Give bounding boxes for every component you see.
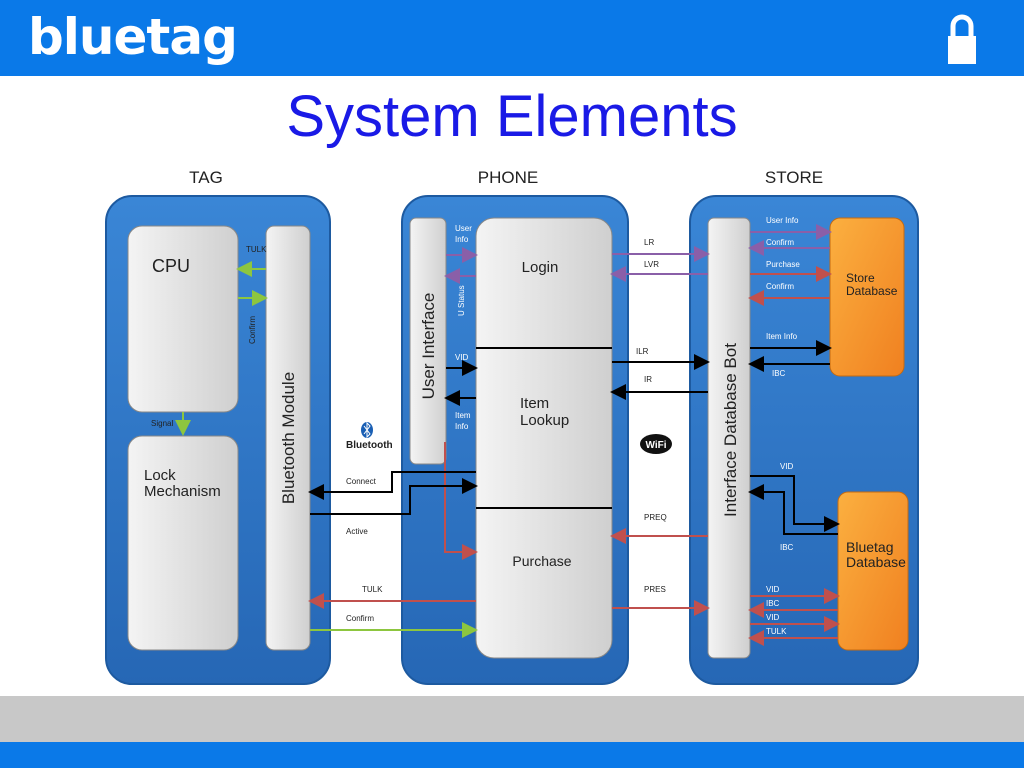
- tulk-label-tag: TULK: [246, 245, 267, 254]
- header-bar: bluetag: [0, 0, 1024, 76]
- lock-mechanism-box: [127, 435, 239, 651]
- signal-label: Signal: [151, 419, 173, 428]
- user-info-label-1: User: [455, 224, 472, 233]
- user-info-label-2: Info: [455, 235, 469, 244]
- ibc-label-store-2: IBC: [780, 543, 794, 552]
- connect-label: Connect: [346, 477, 377, 486]
- system-diagram: TAG PHONE STORE CPU Lock Mechanism Bluet…: [100, 158, 924, 692]
- interface-database-bot-label: Interface Database Bot: [721, 343, 740, 517]
- u-status-label: U Status: [457, 285, 466, 316]
- bluetooth-logo-text: Bluetooth: [346, 440, 393, 451]
- bluetag-database-box: [837, 491, 909, 651]
- footer-blue-band: [0, 742, 1024, 768]
- wifi-icon: [640, 434, 672, 454]
- vid-label-phone: VID: [455, 353, 469, 362]
- padlock-icon: [948, 14, 976, 64]
- confirm-label-link: Confirm: [346, 614, 374, 623]
- vid-label-store-3: VID: [766, 613, 780, 622]
- lvr-label: LVR: [644, 260, 659, 269]
- tulk-label-link: TULK: [362, 585, 383, 594]
- lr-label: LR: [644, 238, 654, 247]
- user-interface-box: [409, 217, 447, 465]
- item-lookup-label-2: Lookup: [520, 412, 569, 429]
- vid-label-store-2: VID: [766, 585, 780, 594]
- vid-arrow-store-1: [750, 475, 840, 532]
- bluetag-database-label-2: Database: [846, 554, 906, 570]
- phone-app-box: [475, 217, 613, 659]
- section-store-label: STORE: [765, 168, 823, 187]
- wifi-logo-text: WiFi: [645, 440, 666, 451]
- vid-label-store-1: VID: [780, 462, 794, 471]
- pres-label: PRES: [644, 585, 666, 594]
- store-database-label-2: Database: [846, 284, 898, 298]
- item-info-label-store: Item Info: [766, 332, 798, 341]
- cpu-box: [127, 225, 239, 413]
- ibc-label-store-1: IBC: [772, 369, 786, 378]
- confirm-label-store-2: Confirm: [766, 282, 794, 291]
- user-interface-label: User Interface: [419, 293, 438, 400]
- connect-arrow: [308, 471, 476, 500]
- system-diagram-svg: TAG PHONE STORE CPU Lock Mechanism Bluet…: [105, 168, 919, 685]
- cpu-label: CPU: [152, 256, 190, 276]
- ir-label: IR: [644, 375, 652, 384]
- active-label: Active: [346, 527, 368, 536]
- lock-mechanism-label-2: Mechanism: [144, 483, 221, 500]
- interface-database-bot-box: [707, 217, 751, 659]
- purchase-label-store: Purchase: [766, 260, 800, 269]
- ilr-label: ILR: [636, 347, 649, 356]
- preq-label: PREQ: [644, 513, 667, 522]
- section-tag-label: TAG: [189, 168, 223, 187]
- ibc-label-store-3: IBC: [766, 599, 780, 608]
- tulk-label-store: TULK: [766, 627, 787, 636]
- store-database-label-1: Store: [846, 271, 875, 285]
- item-lookup-label-1: Item: [520, 395, 549, 412]
- item-info-label-2: Info: [455, 422, 469, 431]
- bluetooth-module-label: Bluetooth Module: [279, 372, 298, 504]
- bluetooth-logo: Bluetooth: [346, 421, 393, 451]
- wifi-logo: WiFi: [640, 434, 672, 454]
- lock-mechanism-label-1: Lock: [144, 467, 176, 484]
- login-label: Login: [522, 259, 559, 276]
- ui-to-purchase-arrow: [444, 442, 478, 560]
- bluetag-logo: bluetag: [28, 8, 238, 66]
- section-phone-label: PHONE: [478, 168, 538, 187]
- connect-arrow-2: [310, 478, 478, 515]
- confirm-label-store-1: Confirm: [766, 238, 794, 247]
- purchase-label: Purchase: [512, 553, 571, 569]
- footer-gray-band: [0, 696, 1024, 742]
- item-info-label-1: Item: [455, 411, 471, 420]
- bluetooth-module-box: [265, 225, 311, 651]
- ibc-arrow-store-2: [748, 484, 838, 535]
- user-info-label-store: User Info: [766, 216, 799, 225]
- confirm-label-tag: Confirm: [248, 316, 257, 344]
- bluetooth-rune: [363, 421, 371, 439]
- bluetag-database-label-1: Bluetag: [846, 539, 893, 555]
- slide-title: System Elements: [286, 84, 738, 149]
